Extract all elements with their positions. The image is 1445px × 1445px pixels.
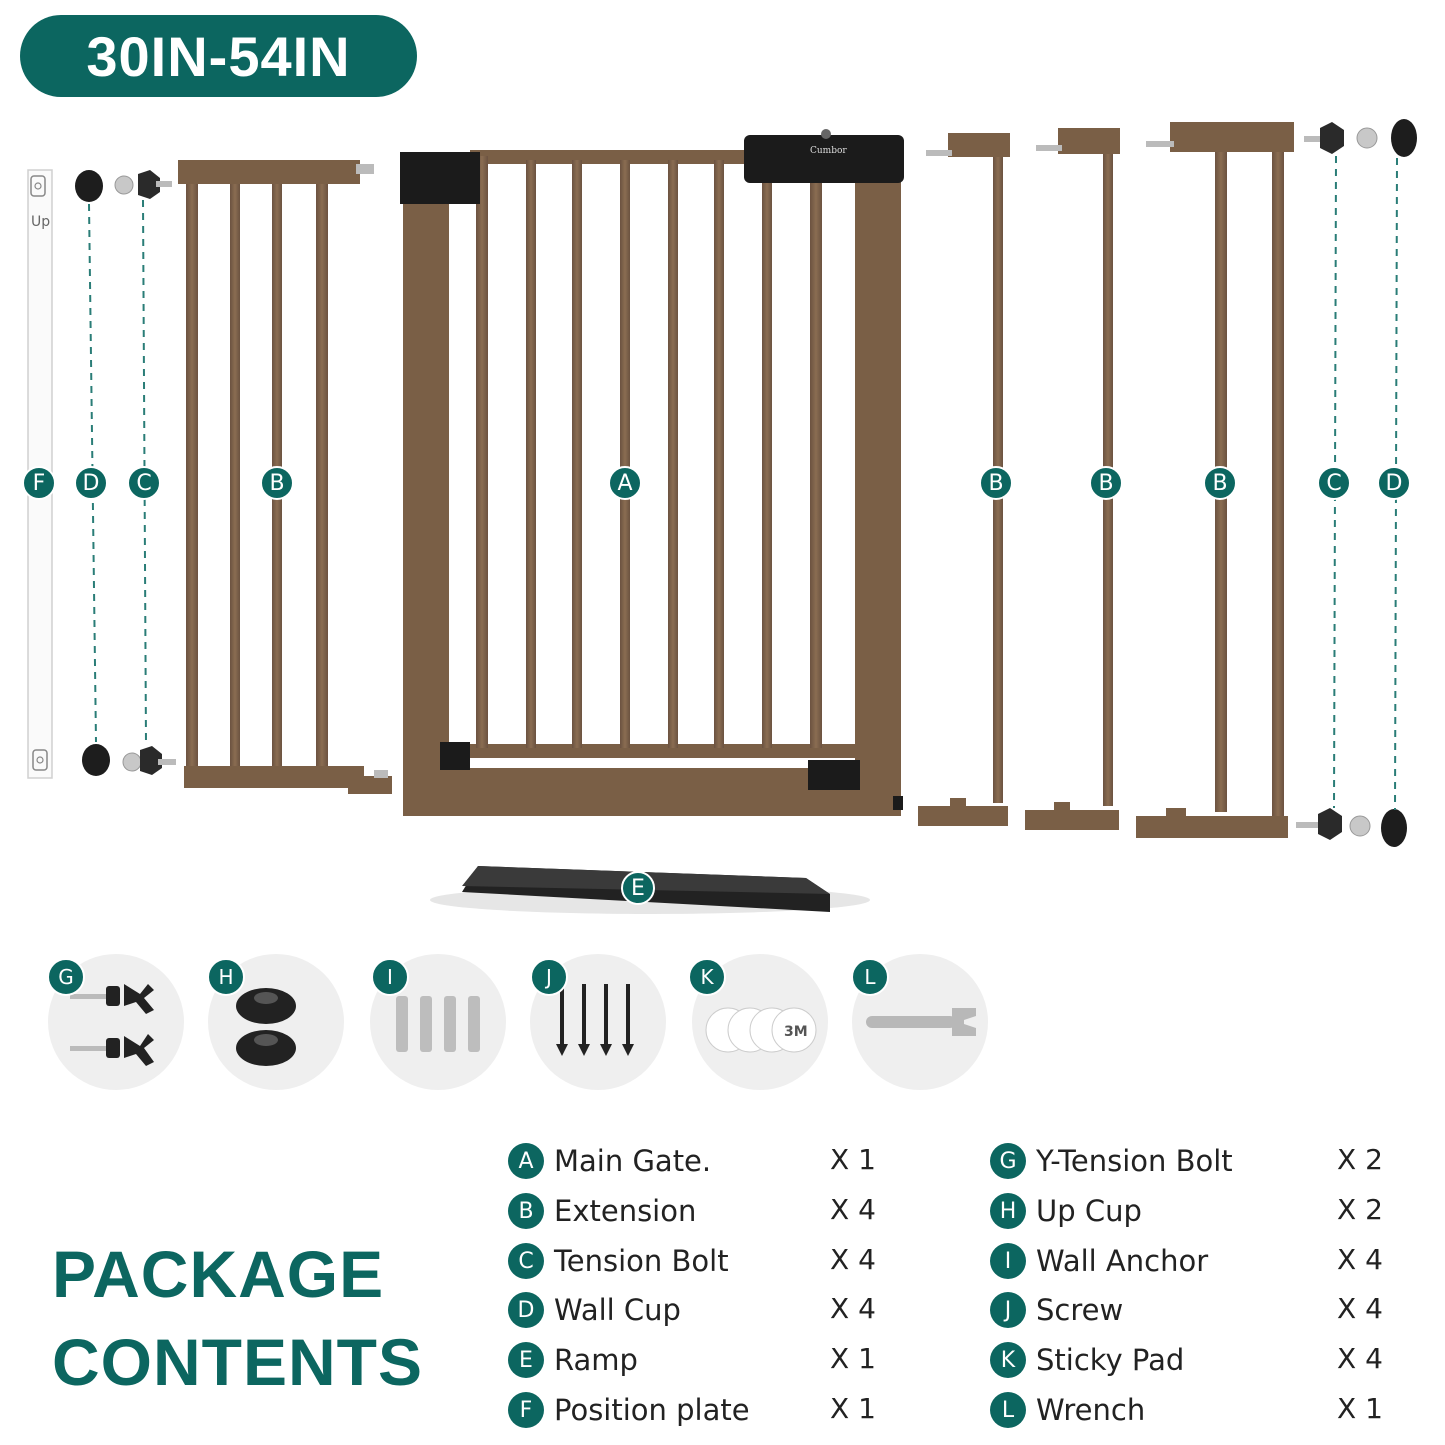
list-item: L Wrench	[990, 1392, 1145, 1428]
list-item-letter: F	[508, 1392, 544, 1428]
list-item: E Ramp	[508, 1342, 638, 1378]
list-item: H Up Cup	[990, 1193, 1142, 1229]
list-item-qty: X 1	[830, 1142, 876, 1176]
wrench-icon	[866, 1008, 976, 1036]
list-item-name: Wall Anchor	[1036, 1244, 1209, 1278]
list-item-name: Wall Cup	[554, 1293, 681, 1327]
marker-b-left: B	[260, 466, 294, 500]
up-cup-icon	[236, 988, 296, 1066]
list-item: D Wall Cup	[508, 1292, 681, 1328]
screw-icon	[556, 984, 634, 1056]
list-item: B Extension	[508, 1193, 696, 1229]
position-plate-label: Up	[31, 214, 50, 230]
list-item: C Tension Bolt	[508, 1243, 729, 1279]
list-item-qty: X 1	[830, 1341, 876, 1375]
brand-label: Cumbor	[810, 146, 847, 156]
marker-b1: B	[979, 466, 1013, 500]
wall-cup-right	[1381, 119, 1417, 847]
list-item: F Position plate	[508, 1392, 750, 1428]
marker-c-left: C	[127, 466, 161, 500]
list-item-letter: D	[508, 1292, 544, 1328]
list-item: J Screw	[990, 1292, 1123, 1328]
list-item-name: Position plate	[554, 1393, 750, 1427]
list-item-name: Main Gate.	[554, 1144, 712, 1178]
list-item: I Wall Anchor	[990, 1243, 1208, 1279]
size-range-badge: 30IN-54IN	[20, 15, 417, 97]
list-item-qty: X 4	[830, 1192, 876, 1226]
list-item-qty: X 2	[1337, 1192, 1383, 1226]
list-item-qty: X 1	[830, 1391, 876, 1425]
main-gate: Cumbor	[400, 129, 904, 816]
sticky-pad-print: 3M	[784, 1024, 808, 1040]
list-item-qty: X 4	[1337, 1291, 1383, 1325]
list-item-letter: B	[508, 1193, 544, 1229]
list-item: A Main Gate.	[508, 1143, 711, 1179]
accessory-letter-g: G	[47, 958, 85, 996]
wall-cup-left	[75, 170, 110, 776]
marker-d-right: D	[1377, 466, 1411, 500]
list-item-letter: I	[990, 1243, 1026, 1279]
marker-e: E	[621, 871, 655, 905]
tension-bolt-right	[1296, 122, 1378, 840]
list-item: K Sticky Pad	[990, 1342, 1184, 1378]
list-item-qty: X 4	[1337, 1341, 1383, 1375]
marker-d-left: D	[74, 466, 108, 500]
list-item: G Y-Tension Bolt	[990, 1143, 1233, 1179]
accessory-letter-l: L	[851, 958, 889, 996]
list-item-letter: E	[508, 1342, 544, 1378]
package-title-line1: PACKAGE	[52, 1237, 385, 1311]
list-item-name: Tension Bolt	[554, 1244, 729, 1278]
package-title-line2: CONTENTS	[52, 1325, 423, 1399]
list-item-name: Extension	[554, 1194, 697, 1228]
list-item-letter: G	[990, 1143, 1026, 1179]
list-item-name: Sticky Pad	[1036, 1343, 1185, 1377]
list-item-qty: X 2	[1337, 1142, 1383, 1176]
list-item-name: Y-Tension Bolt	[1036, 1144, 1233, 1178]
list-item-qty: X 1	[1337, 1391, 1383, 1425]
marker-f: F	[22, 466, 56, 500]
wall-anchor-icon	[396, 996, 480, 1052]
gate-parts-diagram: Up	[27, 119, 1417, 914]
list-item-letter: J	[990, 1292, 1026, 1328]
sticky-pad-icon: 3M	[705, 1007, 817, 1053]
marker-a: A	[608, 466, 642, 500]
tension-bolt-left	[114, 170, 176, 775]
accessory-letter-k: K	[688, 958, 726, 996]
extension-panel-left	[178, 160, 392, 794]
list-item-qty: X 4	[830, 1291, 876, 1325]
list-item-name: Ramp	[554, 1343, 638, 1377]
marker-b3: B	[1203, 466, 1237, 500]
list-item-letter: C	[508, 1243, 544, 1279]
list-item-letter: H	[990, 1193, 1026, 1229]
list-item-letter: A	[508, 1143, 544, 1179]
accessory-letter-i: I	[371, 958, 409, 996]
list-item-name: Up Cup	[1036, 1194, 1142, 1228]
list-item-name: Wrench	[1036, 1393, 1146, 1427]
accessory-letter-h: H	[207, 958, 245, 996]
marker-b2: B	[1089, 466, 1123, 500]
list-item-letter: L	[990, 1392, 1026, 1428]
y-tension-bolt-icon	[70, 984, 154, 1066]
list-item-qty: X 4	[1337, 1242, 1383, 1276]
accessory-letter-j: J	[530, 958, 568, 996]
list-item-letter: K	[990, 1342, 1026, 1378]
list-item-name: Screw	[1036, 1293, 1124, 1327]
marker-c-right: C	[1317, 466, 1351, 500]
list-item-qty: X 4	[830, 1242, 876, 1276]
